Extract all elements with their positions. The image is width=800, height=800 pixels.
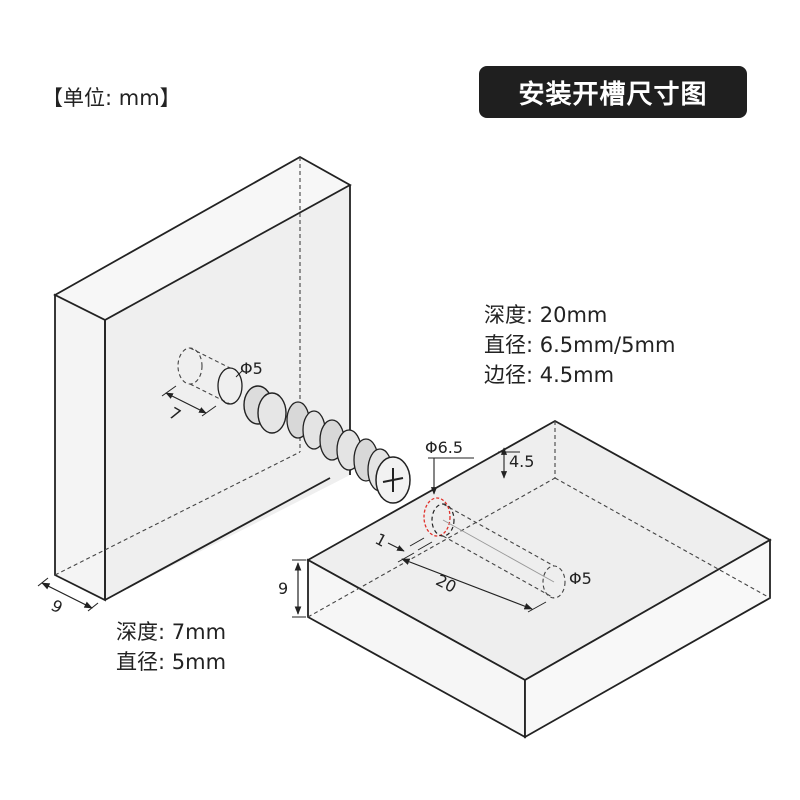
left-board-face	[105, 185, 350, 600]
edge-distance-label: 4.5	[509, 452, 534, 471]
left-spec-list: 深度: 7mm 直径: 5mm	[116, 617, 226, 677]
cam-dowel	[243, 385, 411, 504]
right-thickness-label: 9	[278, 579, 288, 598]
counterbore-leader: Φ6.5	[425, 438, 474, 495]
title-badge: 安装开槽尺寸图	[479, 66, 747, 118]
unit-label: 【单位: mm】	[42, 86, 181, 110]
counterbore-outline	[423, 497, 451, 537]
left-board	[53, 155, 352, 602]
left-board-side	[54, 293, 106, 602]
left-hole-diameter-label: Φ5	[240, 359, 263, 378]
counterbore-diameter-label: Φ6.5	[425, 438, 463, 457]
left-spec-depth: 深度: 7mm	[116, 620, 227, 644]
right-board	[306, 419, 772, 739]
right-hole-diameter-label: Φ5	[569, 569, 592, 588]
right-spec-edge: 边径: 4.5mm	[484, 363, 615, 387]
edge-distance-dimension: 4.5	[498, 447, 534, 479]
right-spec-depth: 深度: 20mm	[484, 303, 608, 327]
left-spec-diameter: 直径: 5mm	[116, 650, 227, 674]
right-spec-diameter: 直径: 6.5mm/5mm	[484, 333, 676, 357]
right-thickness-dimension: 9	[278, 559, 306, 618]
left-thickness-label: 9	[48, 596, 66, 618]
right-spec-list: 深度: 20mm 直径: 6.5mm/5mm 边径: 4.5mm	[484, 300, 675, 390]
